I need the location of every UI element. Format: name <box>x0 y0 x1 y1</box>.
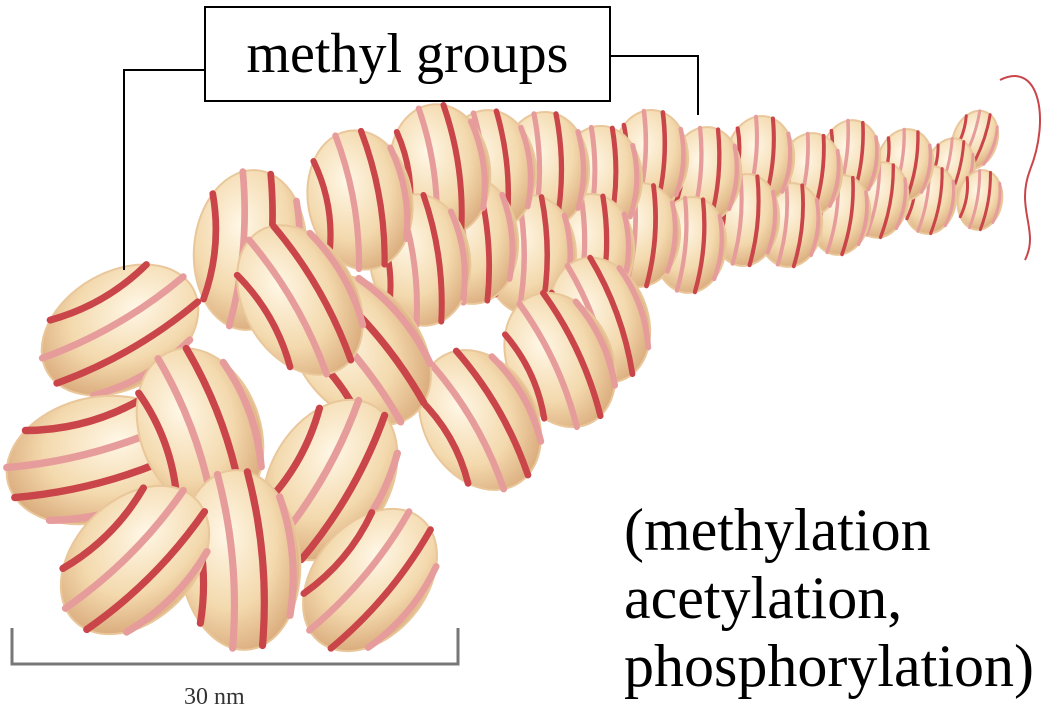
fiber-strand-end <box>1000 76 1040 260</box>
scale-label: 30 nm <box>184 684 245 711</box>
methyl-groups-callout: methyl groups <box>204 6 611 102</box>
callout-line-right <box>611 56 698 115</box>
modification-list: (methylation acetylation, phosphorylatio… <box>624 496 1034 700</box>
callout-line-left <box>124 70 204 270</box>
modification-line: (methylation <box>624 496 1034 564</box>
methyl-groups-label: methyl groups <box>247 22 569 86</box>
modification-line: phosphorylation) <box>624 632 1034 700</box>
modification-line: acetylation, <box>624 564 1034 632</box>
